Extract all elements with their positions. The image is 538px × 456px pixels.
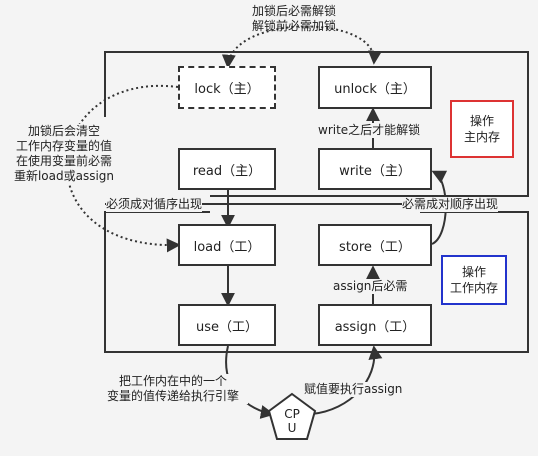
unlock-box: unlock（主） (318, 66, 432, 109)
cpu-label: CP U (280, 407, 304, 435)
read-box-label: read（主） (192, 163, 262, 179)
load-box: load（工） (178, 224, 276, 266)
use-box: use（工） (178, 304, 276, 346)
top-note-line1: 加锁后必需解锁 (252, 4, 337, 18)
legend-work-line1: 操作 (461, 265, 486, 279)
left-note-line1: 加锁后会清空 (27, 124, 100, 138)
store-box-label: store（工） (339, 239, 411, 255)
cpu-line1: CP (284, 407, 300, 421)
pass-to-engine-line1: 把工作内在中的一个 (118, 374, 227, 388)
cpu-to-assign-curve (311, 345, 383, 415)
legend-main-memory: 操作 主内存 (450, 100, 514, 158)
read-box: read（主） (178, 148, 276, 190)
legend-working-memory: 操作 工作内存 (441, 255, 507, 305)
use-box-label: use（工） (195, 319, 258, 335)
main-memory-outline (104, 51, 529, 197)
assign-before-store-label: assign后必需 (333, 279, 408, 294)
write-box-label: write（主） (339, 163, 411, 179)
cpu-pentagon (267, 392, 317, 440)
legend-main-line2: 主内存 (463, 130, 500, 144)
assign-exec-label: 赋值要执行assign (304, 382, 403, 397)
lock-box: lock（主） (178, 66, 276, 109)
top-note-line2: 解锁前必需加锁 (252, 19, 337, 33)
left-note-line4: 重新load或assign (13, 169, 115, 183)
working-memory-outline (104, 211, 529, 353)
pass-to-engine-line2: 变量的值传递给执行引擎 (106, 389, 239, 403)
legend-work-line2: 工作内存 (449, 281, 498, 295)
assign-box-label: assign（工） (334, 319, 416, 335)
read-load-order-label: 必须成对循序出现 (106, 197, 203, 212)
load-box-label: load（工） (193, 239, 261, 255)
left-note-line2: 工作内存变量的值 (15, 139, 112, 153)
write-before-unlock-label: write之后才能解锁 (318, 123, 421, 138)
lock-box-label: lock（主） (194, 82, 260, 97)
cpu-line2: U (287, 421, 297, 435)
pass-to-engine-label: 把工作内在中的一个 变量的值传递给执行引擎 (98, 374, 248, 404)
left-note: 加锁后会清空 工作内存变量的值 在使用变量前必需 重新load或assign (4, 124, 124, 184)
assign-box: assign（工） (318, 304, 432, 346)
legend-main-line1: 操作 (469, 114, 494, 128)
store-box: store（工） (318, 224, 432, 266)
left-note-line3: 在使用变量前必需 (15, 154, 112, 168)
store-write-order-label: 必需成对顺序出现 (402, 197, 499, 212)
write-box: write（主） (318, 148, 432, 190)
unlock-box-label: unlock（主） (334, 82, 416, 97)
